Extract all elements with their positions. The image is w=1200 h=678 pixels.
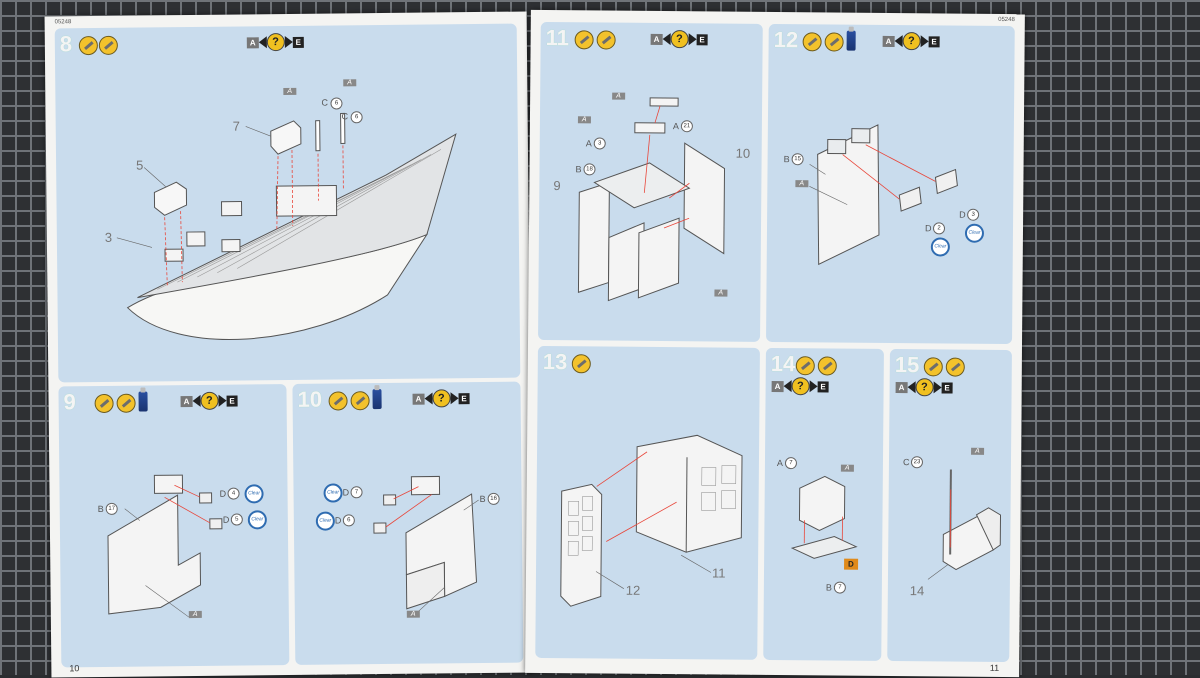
instruction-page-right: 05248 11 A ? E 9 10: [525, 10, 1025, 677]
sprue-letter-a: A: [586, 138, 592, 148]
sprue-letter-b: B: [826, 582, 832, 592]
sprue-letter-d: D: [223, 515, 230, 525]
clear-part-icon: Clear: [244, 484, 263, 503]
part-number-circle: 6: [343, 514, 355, 526]
sprue-tag-a: A: [578, 116, 591, 123]
part-number-circle: 6: [330, 97, 342, 109]
clear-part-icon: Clear: [323, 483, 342, 502]
part-number-circle: 23: [911, 456, 923, 468]
sprue-tag-a: A: [841, 465, 854, 472]
clear-part-icon: Clear: [248, 510, 267, 529]
step-14-panel: 14 A ? E A 7 A D B 7: [763, 348, 884, 661]
step-13-panel: 13 12 11: [535, 346, 760, 660]
sprue-letter-a: A: [673, 121, 679, 131]
sprue-letter-d: D: [959, 210, 966, 220]
bench-drawing: [763, 348, 884, 661]
part-number-circle: 7: [834, 582, 846, 594]
sprue-letter-d: D: [925, 223, 932, 233]
part-number-circle: 3: [967, 209, 979, 221]
sprue-tag-a: A: [971, 448, 984, 455]
sprue-letter-d: D: [342, 487, 349, 497]
clear-part-icon: Clear: [931, 237, 950, 256]
step-15-panel: 15 A ? E C 23 A 14: [887, 349, 1012, 662]
part-label-12: 12: [626, 583, 641, 598]
part-number-circle: 7: [350, 486, 362, 498]
sprue-tag-a: A: [407, 611, 420, 618]
sprue-letter-b: B: [784, 154, 790, 164]
part-label-11: 11: [712, 565, 726, 580]
ship-hull-drawing: [55, 24, 521, 383]
part-number-circle: 5: [231, 513, 243, 525]
step-9-panel: 9 A ? E B 17 D 4 Clear D 5 Clear A: [58, 384, 289, 667]
part-label-9: 9: [553, 178, 560, 193]
page-code: 05248: [998, 17, 1015, 23]
cabin-join-drawing: [535, 346, 760, 660]
page-number: 11: [990, 663, 999, 673]
sprue-letter-d: D: [220, 489, 227, 499]
part-number-circle: 3: [594, 137, 606, 149]
sprue-letter-b: B: [575, 164, 581, 174]
step-11-panel: 11 A ? E 9 10 A A A: [538, 22, 763, 342]
sprue-tag-a: A: [612, 93, 625, 100]
part-number-circle: 21: [681, 120, 693, 132]
paint-tag-d: D: [844, 559, 858, 570]
step-12-panel: 12 A ? E B 15 A D 2 Clear D 3 Clea: [766, 24, 1015, 344]
instruction-page-left: 05248 8 A ? E: [45, 11, 534, 677]
sprue-letter-c: C: [342, 111, 349, 121]
page-number: 10: [69, 663, 79, 673]
part-number-circle: 6: [351, 111, 363, 123]
part-number-circle: 4: [227, 488, 239, 500]
part-number-circle: 15: [792, 153, 804, 165]
part-number-circle: 7: [785, 457, 797, 469]
sprue-tag-a: A: [714, 289, 727, 296]
step-10-panel: 10 A ? E Clear D 7 Clear D 6 B 16: [292, 382, 523, 665]
sprue-letter-b: B: [480, 494, 486, 504]
page-code: 05248: [55, 19, 72, 25]
sprue-tag-a: A: [343, 79, 356, 86]
sprue-letter-c: C: [903, 457, 910, 467]
sprue-letter-c: C: [321, 98, 328, 108]
sprue-tag-a: A: [283, 88, 296, 95]
sprue-letter-a: A: [777, 458, 783, 468]
sprue-letter-b: B: [98, 504, 104, 514]
part-label-5: 5: [136, 158, 143, 173]
part-label-10: 10: [736, 146, 751, 161]
part-label-14: 14: [910, 583, 925, 598]
part-number-circle: 18: [583, 163, 595, 175]
part-number-circle: 16: [488, 493, 500, 505]
part-number-circle: 2: [933, 222, 945, 234]
part-label-7: 7: [233, 119, 240, 134]
clear-part-icon: Clear: [965, 224, 984, 243]
cabin-assembly-drawing: [538, 22, 763, 342]
step-8-panel: 8 A ? E: [55, 24, 521, 383]
bench-assembly-drawing: [887, 349, 1012, 662]
sprue-letter-d: D: [335, 515, 342, 525]
sprue-tag-a: A: [795, 180, 808, 187]
part-number-circle: 17: [106, 503, 118, 515]
part-label-3: 3: [105, 230, 112, 245]
clear-part-icon: Clear: [316, 512, 335, 531]
sprue-tag-a: A: [189, 611, 202, 618]
